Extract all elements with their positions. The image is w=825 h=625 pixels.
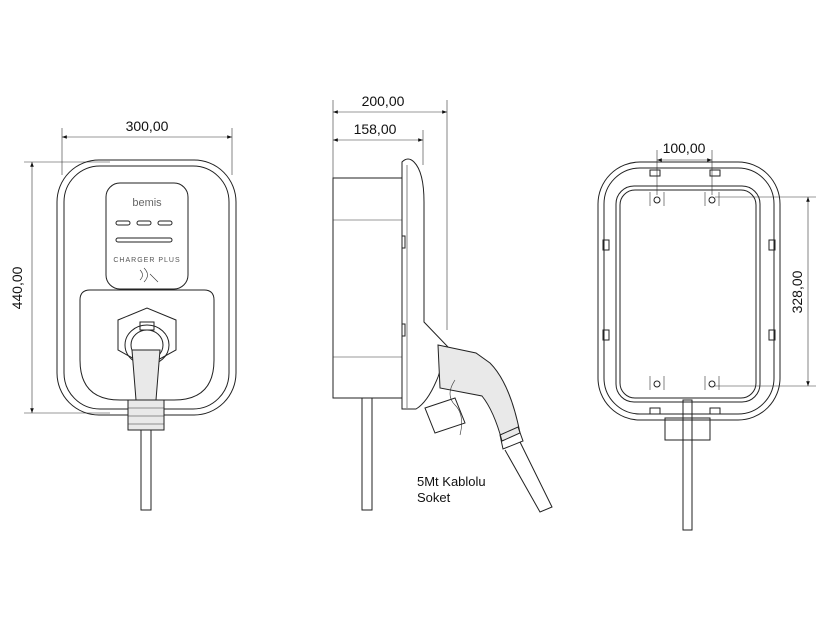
side-view: 200,00 158,00 5Mt Kablolu Soket	[332, 93, 553, 513]
width-dimension: 300,00	[126, 118, 169, 134]
cable-caption-line1: 5Mt Kablolu	[417, 474, 486, 489]
rear-view: 100,00 328,00	[597, 140, 816, 531]
cable-caption-line2: Soket	[417, 490, 451, 505]
mounting-holes	[649, 192, 720, 390]
vertical-hole-spacing: 328,00	[789, 270, 805, 313]
body-depth-dimension: 158,00	[354, 121, 397, 137]
total-depth-dimension: 200,00	[362, 93, 405, 109]
logo: bemis	[132, 197, 162, 209]
horizontal-hole-spacing: 100,00	[663, 140, 706, 156]
front-view: 300,00 440,00 bemis CHARGER PLUS	[9, 118, 237, 511]
height-dimension: 440,00	[9, 266, 25, 309]
rfid-icon	[139, 267, 159, 283]
product-label: CHARGER PLUS	[113, 257, 180, 264]
